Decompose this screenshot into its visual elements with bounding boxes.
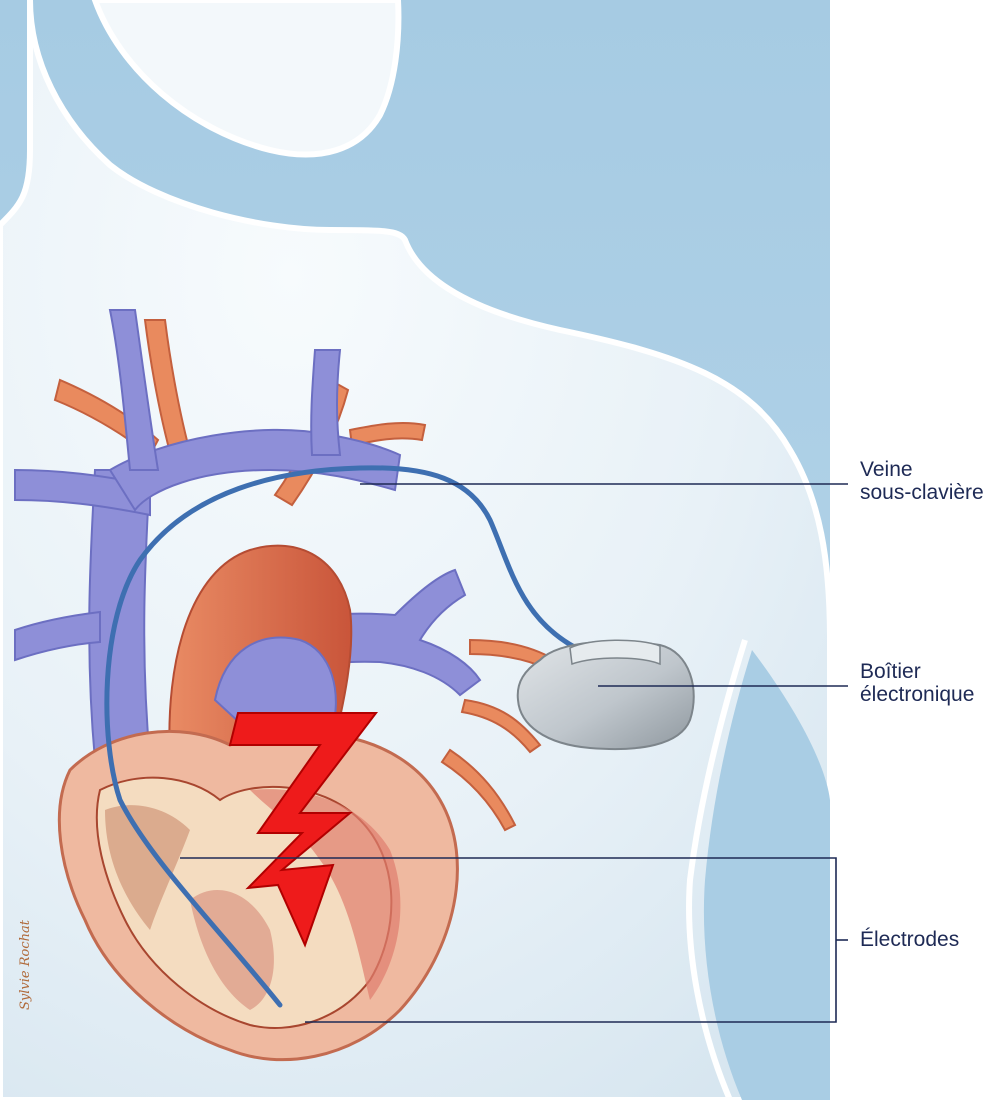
label-boitier-line1: Boîtier (860, 660, 974, 683)
label-veine-sous-claviere: Veine sous-clavière (860, 458, 984, 504)
label-veine-line2: sous-clavière (860, 481, 984, 504)
artist-signature: Sylvie Rochat (18, 920, 33, 1010)
label-electrodes: Électrodes (860, 928, 959, 951)
label-veine-line1: Veine (860, 458, 984, 481)
label-electrodes-text: Électrodes (860, 928, 959, 951)
label-boitier-line2: électronique (860, 683, 974, 706)
label-boitier-electronique: Boîtier électronique (860, 660, 974, 706)
